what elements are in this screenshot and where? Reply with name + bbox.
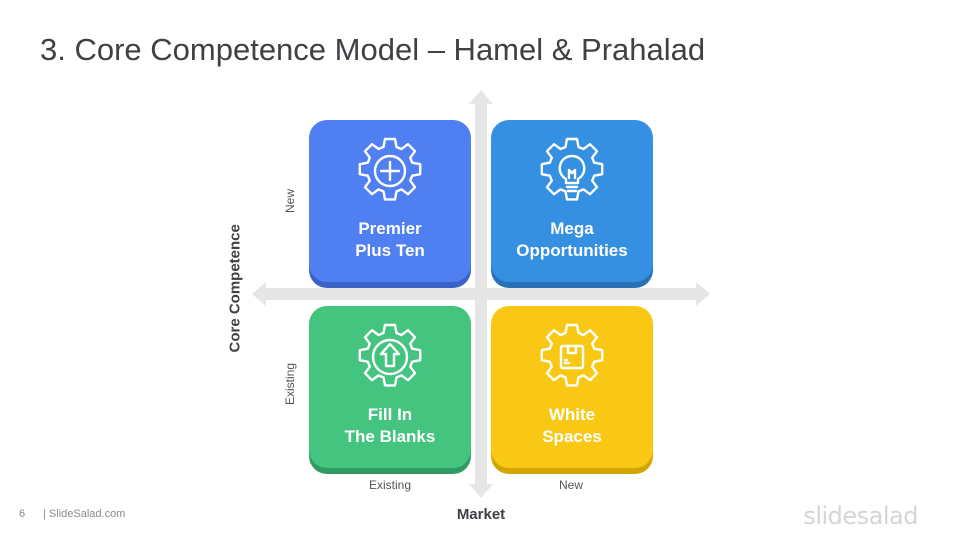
quadrant-label-line2: Plus Ten [355,241,425,260]
quadrant-label: Premier Plus Ten [355,218,425,262]
quadrant-label-line2: Opportunities [516,241,628,260]
quadrant-label: Mega Opportunities [516,218,627,262]
quadrant-label-line1: White [548,405,596,424]
x-right-label: New [558,478,583,492]
lightbulb-gear-icon [540,137,604,201]
up-arrow-gear-icon [358,323,422,387]
quadrant-label-line2: The Blanks [344,427,436,446]
brand-logo: slidesalad [803,502,918,530]
quadrant-white-spaces: White Spaces [491,306,653,468]
quadrant-mega-opportunities: Mega Opportunities [491,120,653,282]
x-axis-title: Market [456,506,506,523]
quadrant-label-line1: Fill In [367,405,413,424]
quadrant-label-line1: Mega [550,219,594,238]
box-gear-icon [540,323,604,387]
quadrant-premier-plus-ten: Premier Plus Ten [309,120,471,282]
quadrant-label-line1: Premier [358,219,422,238]
vertical-axis-arrow [469,90,493,498]
page-number: 6 [19,508,26,520]
quadrant-label-line2: Spaces [542,427,602,446]
x-left-label: Existing [368,478,412,492]
quadrant-fill-in-the-blanks: Fill In The Blanks [309,306,471,468]
y-top-label: New [283,189,297,214]
y-axis-title: Core Competence [226,224,244,353]
footer-text: | SlideSalad.com [43,508,126,520]
slide-title: 3. Core Competence Model – Hamel & Praha… [40,32,706,67]
quadrant-label: White Spaces [542,404,602,448]
y-bottom-label: Existing [283,362,297,406]
quadrant-label: Fill In The Blanks [345,404,436,448]
plus-gear-icon [358,137,422,201]
